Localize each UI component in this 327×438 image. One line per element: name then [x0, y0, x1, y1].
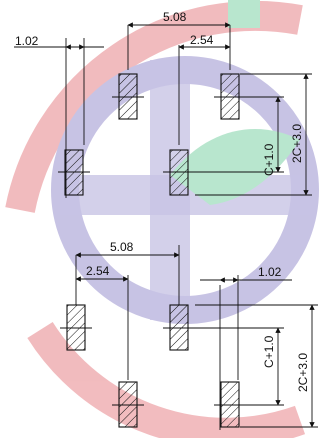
top-dim-row-offset: C+1.0 [262, 143, 276, 176]
top-dim-pitch-big: 5.08 [163, 10, 187, 24]
bottom-pad-1 [60, 304, 92, 351]
top-pad-3 [58, 149, 90, 196]
top-dim-row-span: 2C+3.0 [290, 124, 304, 163]
bottom-dim-pad-width: 1.02 [258, 265, 282, 279]
bottom-dim-pitch-small: 2.54 [86, 264, 110, 278]
bottom-pad-4 [214, 381, 246, 428]
bottom-pad-2 [163, 304, 195, 351]
bottom-dim-pitch-big: 5.08 [110, 240, 134, 254]
top-pad-1 [112, 73, 144, 120]
top-dim-pitch-small: 2.54 [190, 33, 214, 47]
top-footprint: 1.02 5.08 2.54 C+1.0 2C+ [14, 10, 312, 198]
top-pad-4 [163, 149, 195, 196]
bottom-dim-row-offset: C+1.0 [262, 335, 276, 368]
bottom-dim-row-span: 2C+3.0 [296, 353, 310, 392]
bottom-pad-3 [112, 381, 144, 428]
top-dim-pad-width: 1.02 [15, 34, 39, 48]
bottom-footprint: 5.08 2.54 1.02 C+1 [60, 240, 318, 430]
